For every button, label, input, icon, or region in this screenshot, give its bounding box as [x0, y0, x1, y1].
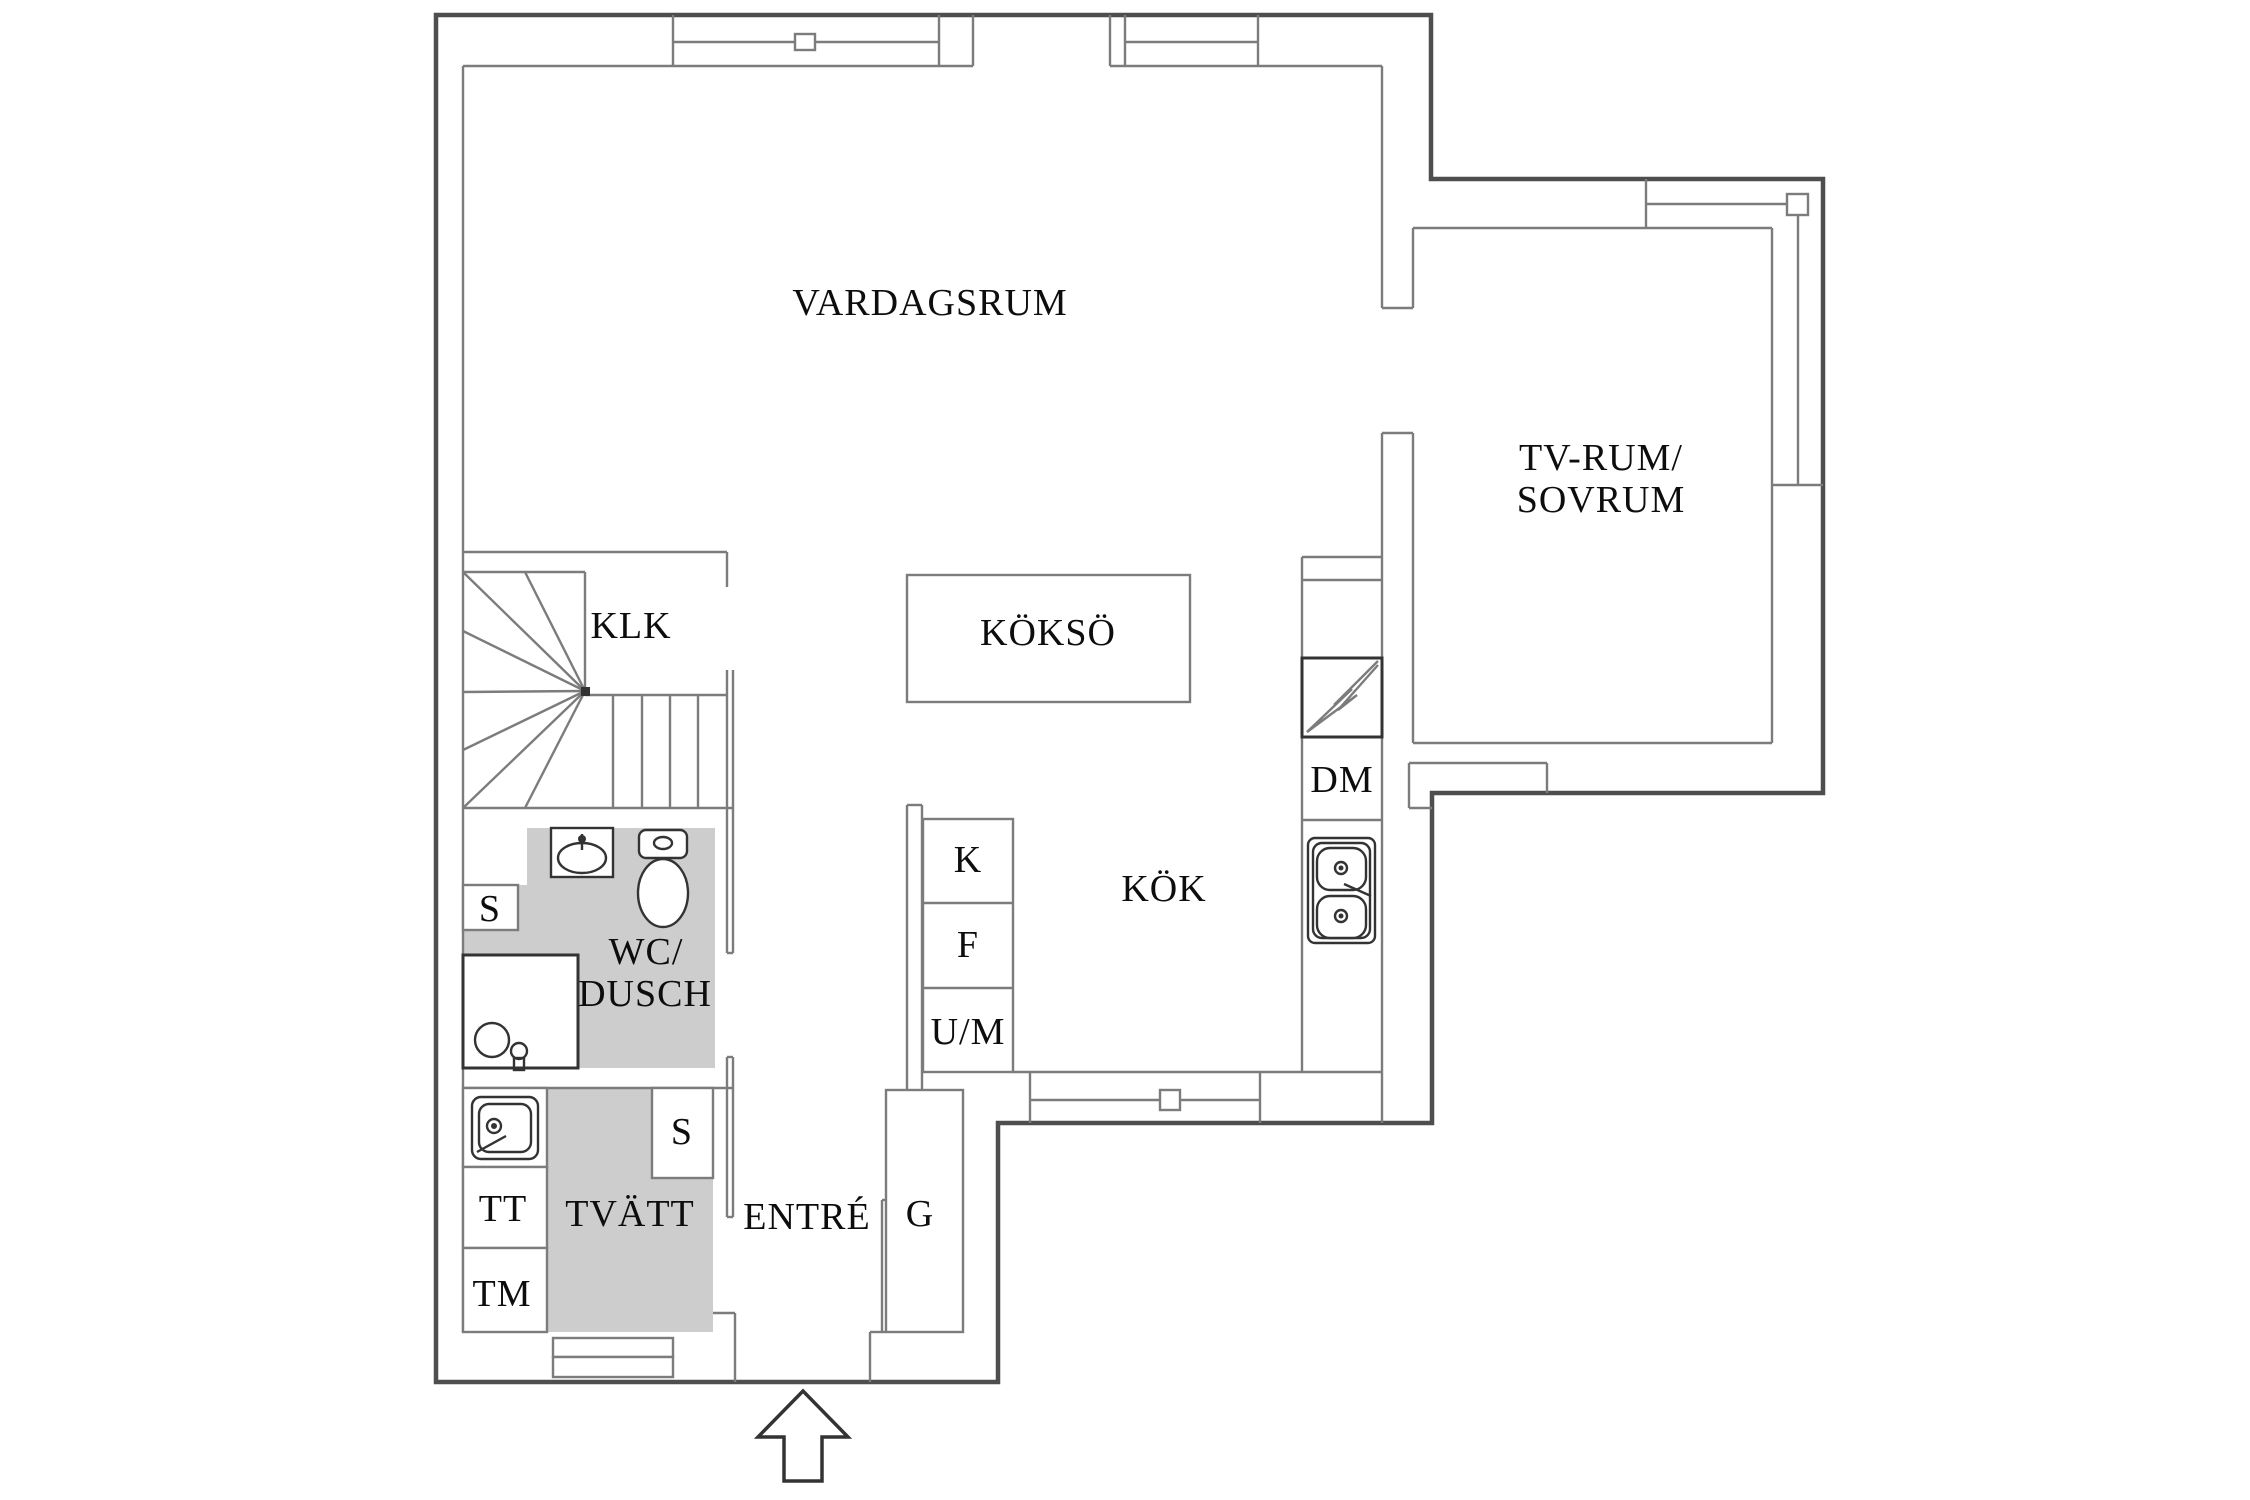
- kitchen-island: [905, 573, 1192, 704]
- window-mullion: [793, 32, 817, 52]
- label-f: F: [957, 924, 979, 966]
- cabinet-column: [921, 817, 1015, 1074]
- bathroom-fixtures: [461, 826, 690, 1072]
- window-mullion: [1785, 192, 1810, 217]
- kitchen-sink-icon: [1306, 836, 1377, 945]
- stair-newel-post: [581, 687, 590, 696]
- label-k: K: [954, 839, 982, 881]
- label-dusch: DUSCH: [578, 973, 712, 1015]
- label-s-wc: S: [479, 888, 501, 930]
- window-kitchen-bottom: [1028, 1072, 1262, 1123]
- window-mullion: [1158, 1088, 1182, 1112]
- room-labels: VARDAGSRUM TV-RUM/ SOVRUM KÖKSÖ KÖK KLK …: [565, 282, 1686, 1238]
- label-g: G: [906, 1193, 934, 1235]
- kitchen-fixtures: [880, 573, 1384, 1334]
- laundry-sink-icon: [470, 1095, 540, 1161]
- label-entre: ENTRÉ: [743, 1196, 870, 1238]
- windows: [671, 15, 1810, 1123]
- outer-wall: [433, 12, 1826, 1385]
- stove-icon: [1300, 656, 1384, 739]
- tumble-dryer-box: [461, 1165, 549, 1250]
- shower-icon: [461, 953, 580, 1072]
- window-top-left: [671, 15, 975, 66]
- label-um: U/M: [931, 1011, 1006, 1053]
- counter-column: [1300, 656, 1384, 945]
- label-kok: KÖK: [1121, 868, 1206, 910]
- closet-g: [880, 1088, 965, 1334]
- label-klk: KLK: [590, 605, 671, 647]
- label-s-tvatt: S: [671, 1111, 693, 1153]
- label-vardagsrum: VARDAGSRUM: [792, 282, 1067, 324]
- toilet-icon: [636, 828, 690, 929]
- label-tvatt: TVÄTT: [565, 1193, 695, 1235]
- label-tt: TT: [479, 1188, 527, 1230]
- entrance-arrow-icon: [753, 1388, 853, 1483]
- closet-s-tvatt: [650, 1086, 715, 1180]
- window-tv-room-corner: [1646, 192, 1810, 485]
- label-sovrum: SOVRUM: [1517, 479, 1686, 521]
- washbasin-icon: [549, 826, 615, 879]
- entry-step: [551, 1355, 675, 1379]
- label-tm: TM: [473, 1273, 532, 1315]
- entry-step: [551, 1336, 675, 1359]
- label-tv-rum: TV-RUM/: [1519, 437, 1683, 479]
- tvatt-floor: [547, 1088, 713, 1332]
- label-kokso: KÖKSÖ: [980, 612, 1116, 654]
- label-dm: DM: [1310, 759, 1373, 801]
- appliance-labels: DM K F U/M S S TT TM G: [473, 759, 1373, 1315]
- label-wc: WC/: [609, 931, 684, 973]
- closet-s-wc: [461, 883, 520, 932]
- stairs-icon: [462, 570, 727, 809]
- laundry-fixtures: [461, 1086, 715, 1379]
- washing-machine-box: [461, 1246, 549, 1334]
- window-top-right: [1108, 15, 1260, 66]
